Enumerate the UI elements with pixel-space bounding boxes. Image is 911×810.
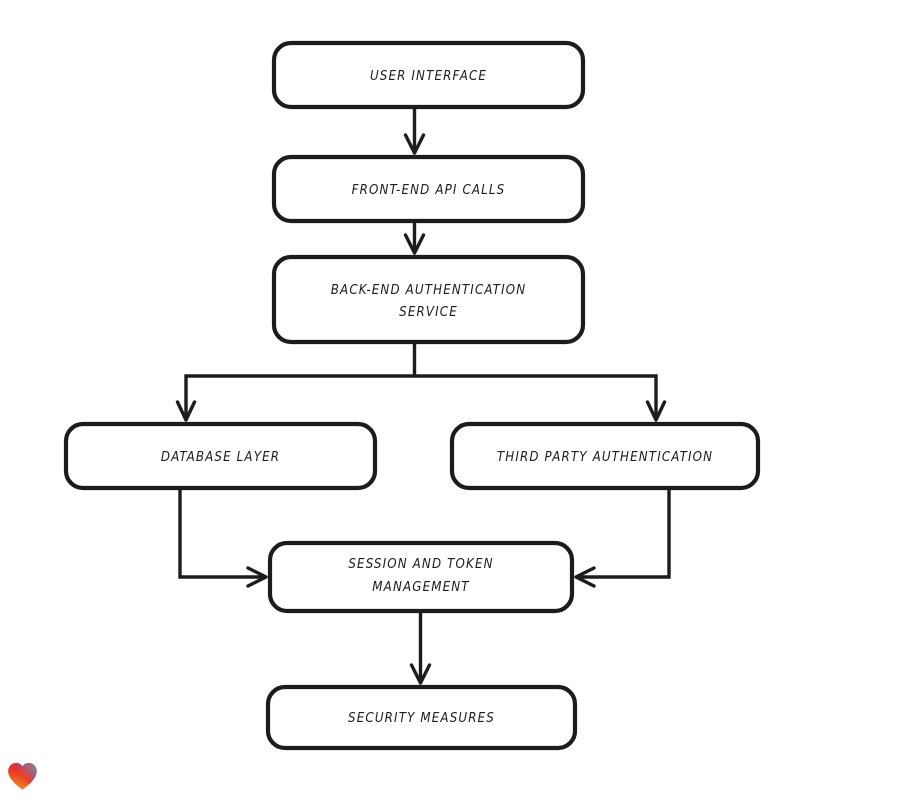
node-user-interface[interactable]: USER INTERFACE [271,40,586,110]
node-box-database-layer[interactable] [63,421,378,491]
node-label-third-party-auth: THIRD PARTY AUTHENTICATION [497,450,713,465]
node-box-front-end-api-calls[interactable] [271,154,586,224]
edge-db-to-session [178,488,268,588]
heart-icon [8,762,37,790]
node-label-front-end-api-calls: FRONT-END API CALLS [352,183,506,198]
edge-api-to-backend [403,221,426,255]
node-front-end-api-calls[interactable]: FRONT-END API CALLS [271,154,586,224]
node-label-back-end-auth-service-line2: SERVICE [399,305,458,320]
node-label-session-token-mgmt-line2: MANAGEMENT [372,580,470,595]
edge-ui-to-api [403,107,426,155]
node-label-user-interface: USER INTERFACE [370,69,487,84]
edge-session-to-sec [409,611,432,685]
node-box-back-end-auth-service[interactable] [271,254,586,345]
edge-third-to-session [574,488,671,588]
node-label-back-end-auth-service-line1: BACK-END AUTHENTICATION [331,283,526,298]
edge-backend-to-third [414,374,667,422]
node-label-session-token-mgmt-line1: SESSION AND TOKEN [348,557,493,572]
node-box-session-token-mgmt[interactable] [267,540,575,614]
node-label-security-measures: SECURITY MEASURES [348,711,495,726]
node-label-database-layer: DATABASE LAYER [161,450,280,465]
node-box-third-party-auth[interactable] [449,421,761,491]
node-security-measures[interactable]: SECURITY MEASURES [265,684,578,751]
edge-backend-to-db [175,374,415,422]
node-session-token-mgmt[interactable]: SESSION AND TOKEN MANAGEMENT [267,540,575,614]
node-third-party-auth[interactable]: THIRD PARTY AUTHENTICATION [449,421,761,491]
node-database-layer[interactable]: DATABASE LAYER [63,421,378,491]
node-back-end-auth-service[interactable]: BACK-END AUTHENTICATION SERVICE [271,254,586,345]
node-box-security-measures[interactable] [265,684,578,751]
node-box-user-interface[interactable] [271,40,586,110]
